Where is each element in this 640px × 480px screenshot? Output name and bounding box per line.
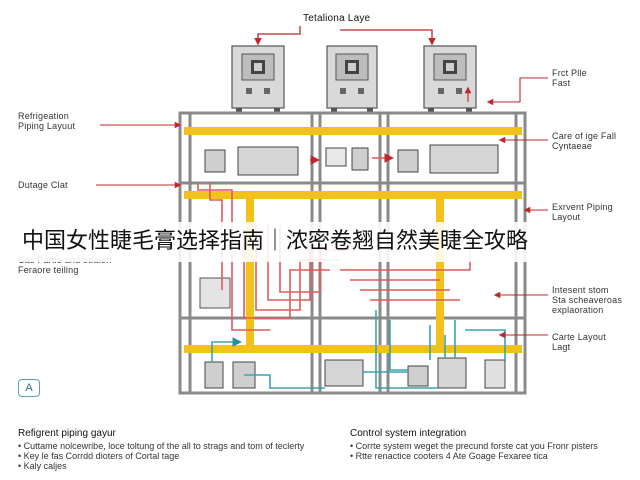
- footer-left-bullet: Cuttame nolcewribe, loce toltung of the …: [18, 441, 308, 451]
- footer-left-bullet: Kaly caljes: [18, 461, 308, 471]
- footer-left-heading: Refigrent piping gayur: [18, 428, 116, 439]
- label-dutage-clat: Dutage Clat: [18, 180, 68, 190]
- yellow-ducts: [184, 127, 522, 353]
- headline-text: 中国女性睫毛膏选择指南｜浓密卷翘自然美睫全攻略: [22, 229, 529, 254]
- corner-badge: A: [18, 379, 40, 397]
- equipment-row-1: [204, 144, 499, 176]
- control-lines: [211, 310, 506, 389]
- diagram-title: Tetaliona Laye: [303, 13, 371, 24]
- footer-left-bullet: Key le fas Corrdd dioters of Cortal tage: [18, 451, 308, 461]
- title-arrows: [254, 26, 436, 46]
- footer-right-bullets: Corrte system weget the precund forste c…: [350, 441, 630, 461]
- footer-right-heading: Control system integration: [350, 428, 467, 439]
- rooftop-unit-1: [231, 45, 285, 114]
- footer-right-bullet: Rtte renactice cooters 4 Ate Goage Fexar…: [350, 451, 630, 461]
- equipment-lower: [199, 277, 506, 389]
- rooftop-unit-2: [326, 45, 378, 114]
- footer-left-bullets: Cuttame nolcewribe, loce toltung of the …: [18, 441, 308, 471]
- headline-banner: [0, 222, 640, 262]
- leader-arrows: [96, 77, 548, 339]
- footer-right-bullet: Corrte system weget the precund forste c…: [350, 441, 630, 451]
- rooftop-unit-3: [423, 45, 477, 114]
